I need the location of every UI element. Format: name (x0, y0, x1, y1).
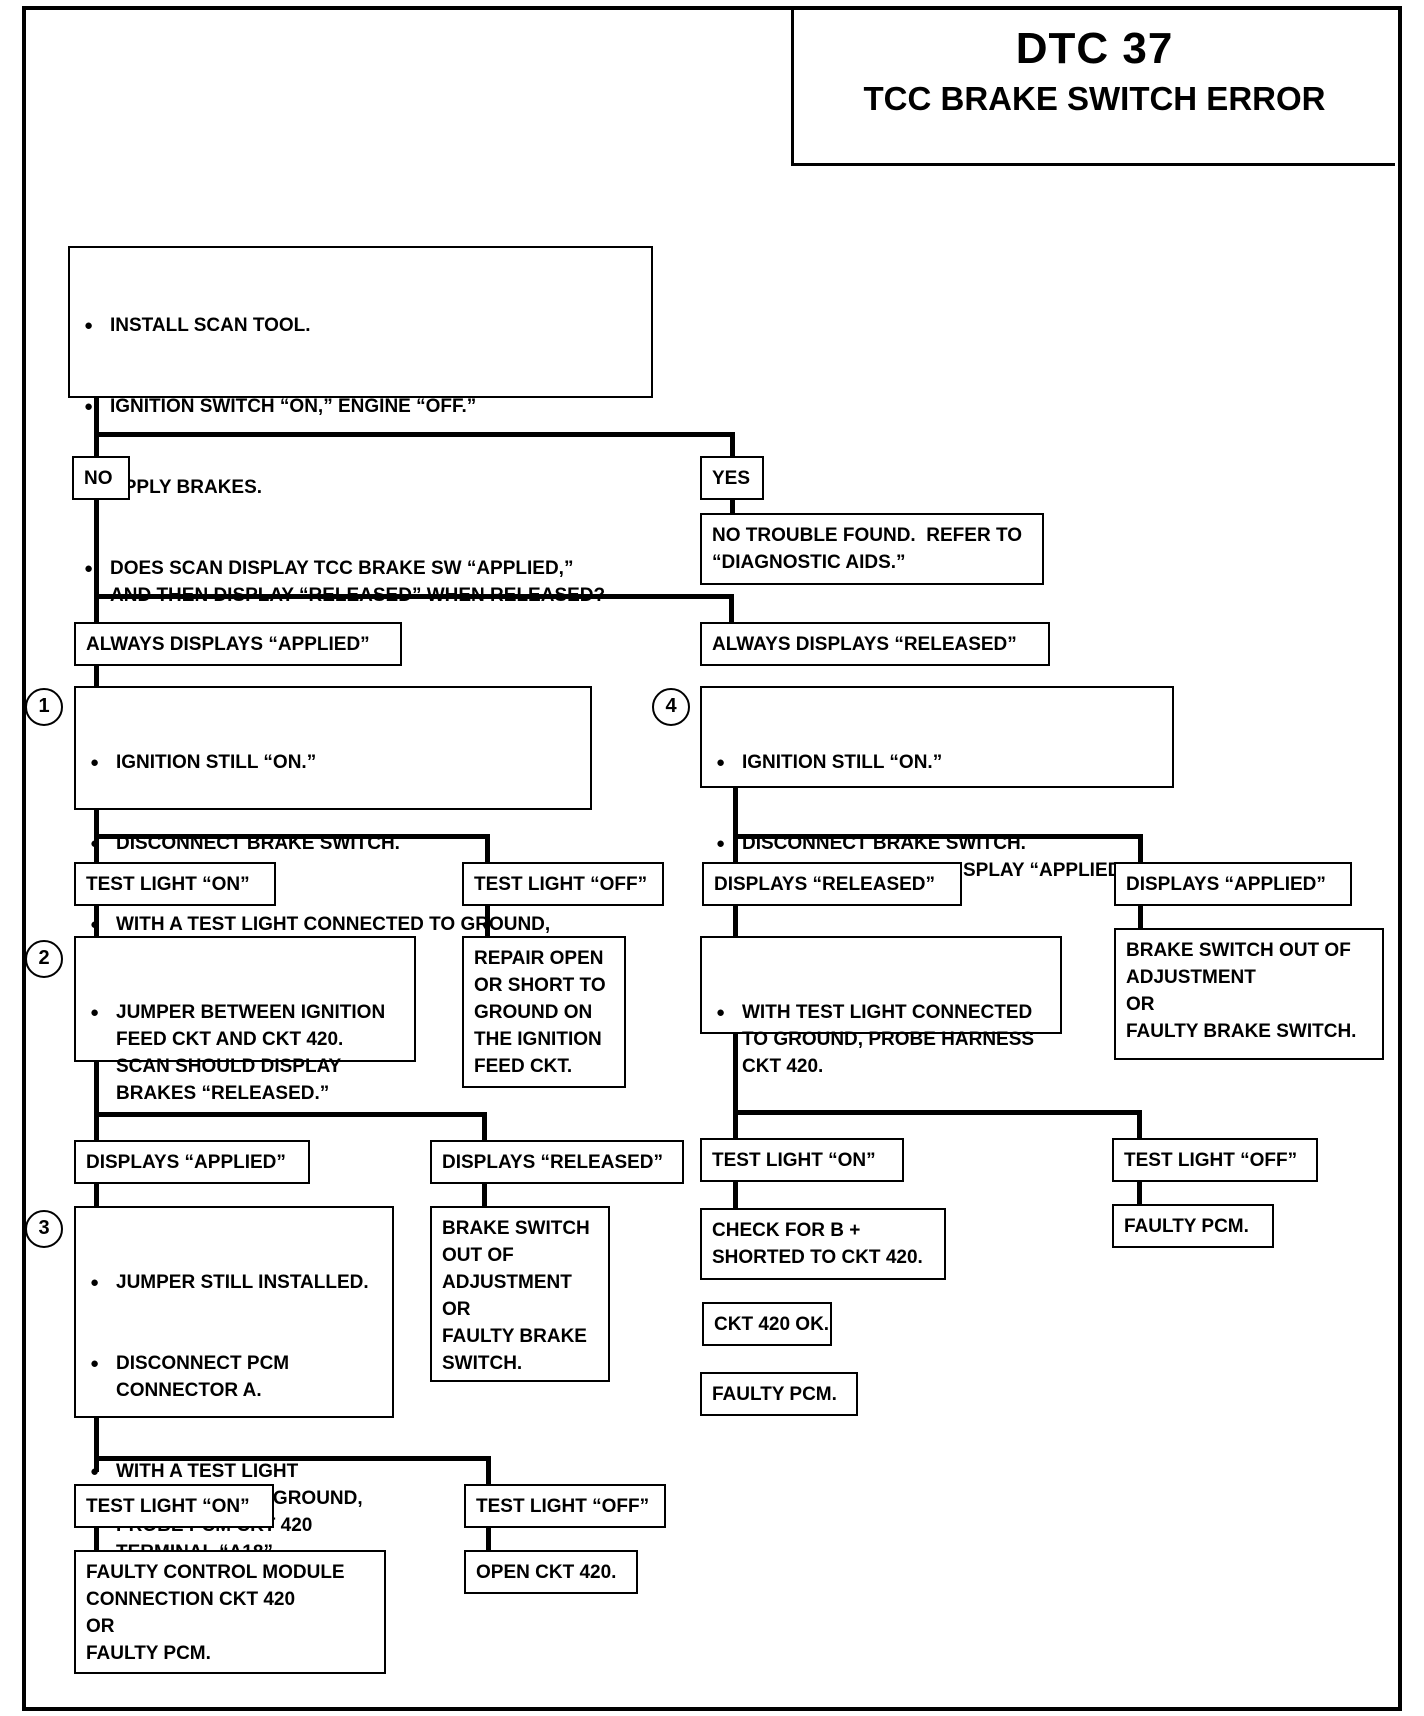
connector-line (482, 1182, 487, 1206)
step-2-marker: 2 (25, 940, 63, 978)
displays-applied-label: DISPLAYS “APPLIED” (1114, 862, 1352, 906)
step-item: JUMPER STILL INSTALLED. (86, 1269, 382, 1296)
page-subtitle: TCC BRAKE SWITCH ERROR (863, 80, 1326, 117)
probe-harness-box: WITH TEST LIGHT CONNECTED TO GROUND, PRO… (700, 936, 1062, 1077)
diagram-frame (22, 6, 1402, 1711)
always-released-label: ALWAYS DISPLAYS “RELEASED” (700, 622, 1050, 666)
step-item: DISCONNECT PCM CONNECTOR A. (86, 1350, 382, 1404)
step-4-box: IGNITION STILL “ON.” DISCONNECT BRAKE SW… (700, 686, 1174, 881)
check-b-plus-box: CHECK FOR B + SHORTED TO CKT 420. (700, 1208, 946, 1280)
step-item: APPLY BRAKES. (80, 474, 641, 501)
title-box: DTC 37 TCC BRAKE SWITCH ERROR (791, 8, 1395, 166)
step-item: JUMPER BETWEEN IGNITION FEED CKT AND CKT… (86, 999, 404, 1107)
connector-line (1138, 904, 1143, 928)
step-2-box: JUMPER BETWEEN IGNITION FEED CKT AND CKT… (74, 936, 416, 1104)
step-item: DISCONNECT BRAKE SWITCH. (86, 830, 580, 857)
yes-label: YES (700, 456, 764, 500)
step-item: IGNITION STILL “ON.” (86, 749, 580, 776)
step-3-marker: 3 (25, 1210, 63, 1248)
connector-line (1137, 1110, 1142, 1138)
connector-line (94, 432, 735, 437)
open-ckt-420-box: OPEN CKT 420. (464, 1550, 638, 1594)
connector-line (1137, 1180, 1142, 1204)
test-light-off-label: TEST LIGHT “OFF” (462, 862, 664, 906)
step-item: IGNITION SWITCH “ON,” ENGINE “OFF.” (80, 393, 641, 420)
test-light-on-label: TEST LIGHT “ON” (700, 1138, 904, 1182)
faulty-pcm-box: FAULTY PCM. (1112, 1204, 1274, 1248)
no-label: NO (72, 456, 130, 500)
start-step-box: INSTALL SCAN TOOL. IGNITION SWITCH “ON,”… (68, 246, 653, 606)
step-3-box: JUMPER STILL INSTALLED. DISCONNECT PCM C… (74, 1206, 394, 1563)
step-1-marker: 1 (25, 688, 63, 726)
step-item: IGNITION STILL “ON.” (712, 749, 1162, 776)
test-light-off-label: TEST LIGHT “OFF” (1112, 1138, 1318, 1182)
always-applied-label: ALWAYS DISPLAYS “APPLIED” (74, 622, 402, 666)
page-title: DTC 37 (1015, 24, 1174, 73)
ckt-420-ok-box: CKT 420 OK. (702, 1302, 832, 1346)
yes-result-box: NO TROUBLE FOUND. REFER TO “DIAGNOSTIC A… (700, 513, 1044, 585)
connector-line (730, 499, 735, 513)
repair-open-box: REPAIR OPEN OR SHORT TO GROUND ON THE IG… (462, 936, 626, 1088)
displays-released-label: DISPLAYS “RELEASED” (702, 862, 962, 906)
connector-line (733, 1110, 1142, 1115)
brake-switch-result-right: BRAKE SWITCH OUT OF ADJUSTMENT OR FAULTY… (1114, 928, 1384, 1060)
faulty-control-module-box: FAULTY CONTROL MODULE CONNECTION CKT 420… (74, 1550, 386, 1674)
faulty-pcm-box: FAULTY PCM. (700, 1372, 858, 1416)
step-item: INSTALL SCAN TOOL. (80, 312, 641, 339)
connector-line (486, 1456, 491, 1484)
step-1-box: IGNITION STILL “ON.” DISCONNECT BRAKE SW… (74, 686, 592, 962)
connector-line (730, 432, 735, 456)
test-light-on-label: TEST LIGHT “ON” (74, 1484, 274, 1528)
step-4-marker: 4 (652, 688, 690, 726)
connector-line (729, 594, 734, 622)
displays-released-label: DISPLAYS “RELEASED” (430, 1140, 684, 1184)
step-item: WITH TEST LIGHT CONNECTED TO GROUND, PRO… (712, 999, 1050, 1080)
displays-applied-label: DISPLAYS “APPLIED” (74, 1140, 310, 1184)
test-light-on-label: TEST LIGHT “ON” (74, 862, 276, 906)
connector-line (733, 1180, 738, 1208)
connector-line (94, 1112, 487, 1117)
brake-switch-result-left: BRAKE SWITCH OUT OF ADJUSTMENT OR FAULTY… (430, 1206, 610, 1382)
test-light-off-label: TEST LIGHT “OFF” (464, 1484, 666, 1528)
connector-line (486, 1526, 491, 1550)
step-item: DOES SCAN DISPLAY TCC BRAKE SW “APPLIED,… (80, 555, 641, 609)
connector-line (482, 1112, 487, 1140)
